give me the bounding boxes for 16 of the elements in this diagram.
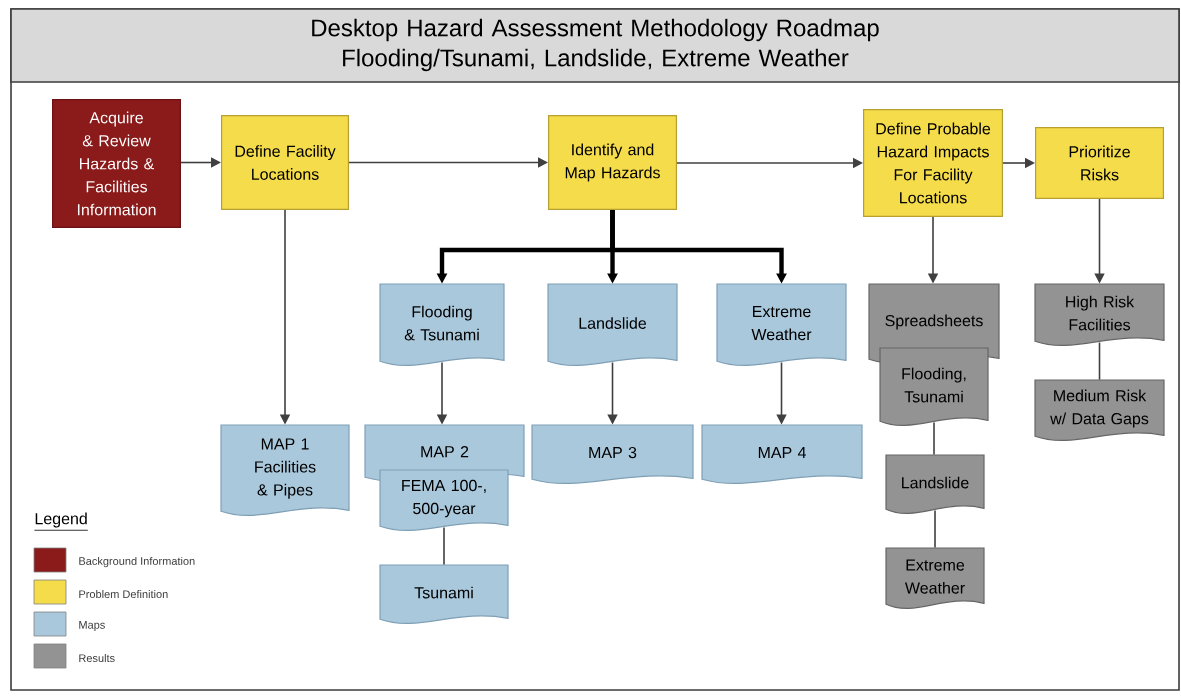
- legend-label: Problem Definition: [79, 589, 168, 599]
- legend-heading: Legend: [34, 512, 89, 531]
- process-box: Define Facility Locations: [221, 115, 349, 210]
- connector-line: [443, 526, 445, 566]
- process-box: Acquire & Review Hazards & Facilities Information: [52, 99, 181, 228]
- title-bar: Desktop Hazard Assessment Methodology Roadmap Flooding/Tsunami, Landslide, Extreme Weather: [10, 8, 1180, 83]
- process-box: Identify and Map Hazards: [548, 115, 677, 210]
- legend-label: Results: [79, 653, 115, 663]
- process-box: Define Probable Hazard Impacts For Facility Locations: [863, 109, 1003, 217]
- legend-label: Background Information: [79, 556, 195, 568]
- arrow: [180, 157, 221, 168]
- legend-label: Maps: [79, 621, 105, 631]
- process-box: Prioritize Risks: [1035, 127, 1164, 199]
- connector-line: [934, 509, 936, 549]
- connector-line: [1098, 341, 1101, 381]
- connector-line: [933, 421, 935, 456]
